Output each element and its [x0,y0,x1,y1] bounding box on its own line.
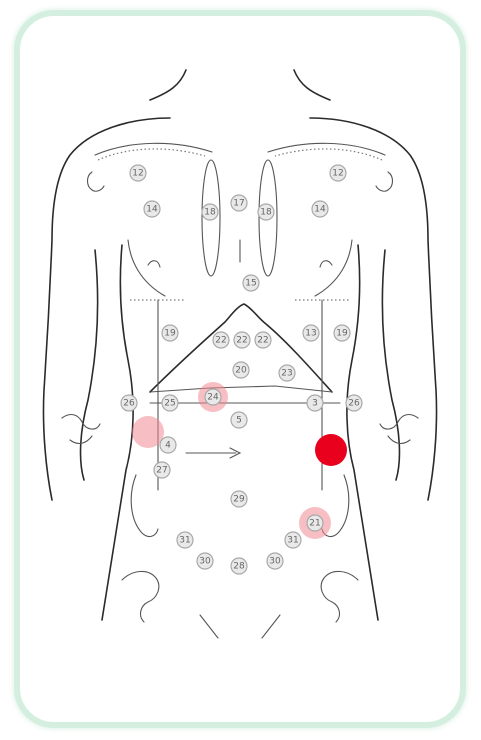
neck-outline-left [150,70,186,100]
highlight-left-flank-primary [315,434,347,466]
point-label: 18 [204,208,216,218]
point-label: 26 [348,399,360,409]
point-label: 22 [215,336,226,346]
point-p23: 23 [279,365,295,381]
point-label: 20 [235,366,247,376]
point-label: 12 [132,169,143,179]
point-p5: 5 [231,412,247,428]
point-label: 28 [233,562,245,572]
point-p18-r: 18 [258,204,274,220]
point-label: 27 [156,466,167,476]
point-label: 17 [233,199,244,209]
point-p18-l: 18 [202,204,218,220]
point-p20: 20 [233,362,249,378]
torso-left-side [102,245,133,620]
point-p24: 24 [205,389,221,405]
point-label: 18 [260,208,272,218]
point-p14-l: 14 [144,201,160,217]
point-p13: 13 [303,325,319,341]
point-p19-r: 19 [334,325,350,341]
point-p31-r: 31 [285,532,301,548]
highlight-right-flank [132,416,164,448]
point-label: 26 [123,399,135,409]
point-label: 24 [207,393,219,403]
point-p17: 17 [231,195,247,211]
point-label: 30 [269,557,281,567]
point-p21: 21 [307,515,323,531]
left-nipple [148,261,160,267]
left-pelvis [122,571,159,622]
point-label: 22 [257,336,268,346]
right-nipple [320,261,332,267]
point-label: 25 [164,399,175,409]
right-pectoral [315,240,352,296]
point-label: 15 [245,279,256,289]
point-p26-l: 26 [121,395,137,411]
point-p26-r: 26 [346,395,362,411]
point-label: 22 [236,336,247,346]
point-p22-c: 22 [255,332,271,348]
point-label: 12 [332,169,343,179]
point-label: 14 [314,205,326,215]
point-label: 21 [309,519,320,529]
point-p30-r: 30 [267,553,283,569]
neck-outline-right [294,70,330,100]
point-label: 23 [281,369,292,379]
point-p28-b: 28 [231,558,247,574]
point-label: 5 [236,416,242,426]
point-p12-r: 12 [330,165,346,181]
left-shoulder-joint [88,172,105,191]
left-clavicle-dots [98,149,205,160]
point-label: 31 [287,536,298,546]
point-label: 29 [233,495,245,505]
point-p3: 3 [307,395,323,411]
right-inner-arm [382,250,399,480]
point-p31: 31 [177,532,193,548]
right-pelvis [321,571,358,622]
point-label: 19 [336,329,348,339]
right-shoulder-joint [376,172,393,191]
point-p12-l: 12 [130,165,146,181]
right-clavicle-dots [275,149,382,160]
point-label: 3 [312,399,318,409]
torso-right-side [347,245,378,620]
point-label: 30 [199,557,211,567]
point-label: 19 [164,329,176,339]
point-p25: 25 [162,395,178,411]
point-p19-l: 19 [162,325,178,341]
point-p27: 27 [154,462,170,478]
groin-left [200,615,218,638]
point-p4: 4 [160,437,176,453]
point-p22-b: 22 [234,332,250,348]
point-p29: 29 [231,491,247,507]
left-hip-bone [131,475,158,536]
point-label: 14 [146,205,158,215]
point-p15: 15 [243,275,259,291]
point-label: 31 [179,536,190,546]
point-p30: 30 [197,553,213,569]
point-p22-a: 22 [213,332,229,348]
left-inner-arm [81,250,98,480]
groin-right [262,615,280,638]
point-label: 13 [305,329,316,339]
point-p14-r: 14 [312,201,328,217]
point-label: 4 [165,441,171,451]
left-pectoral [128,240,165,296]
costal-margin [150,386,332,392]
